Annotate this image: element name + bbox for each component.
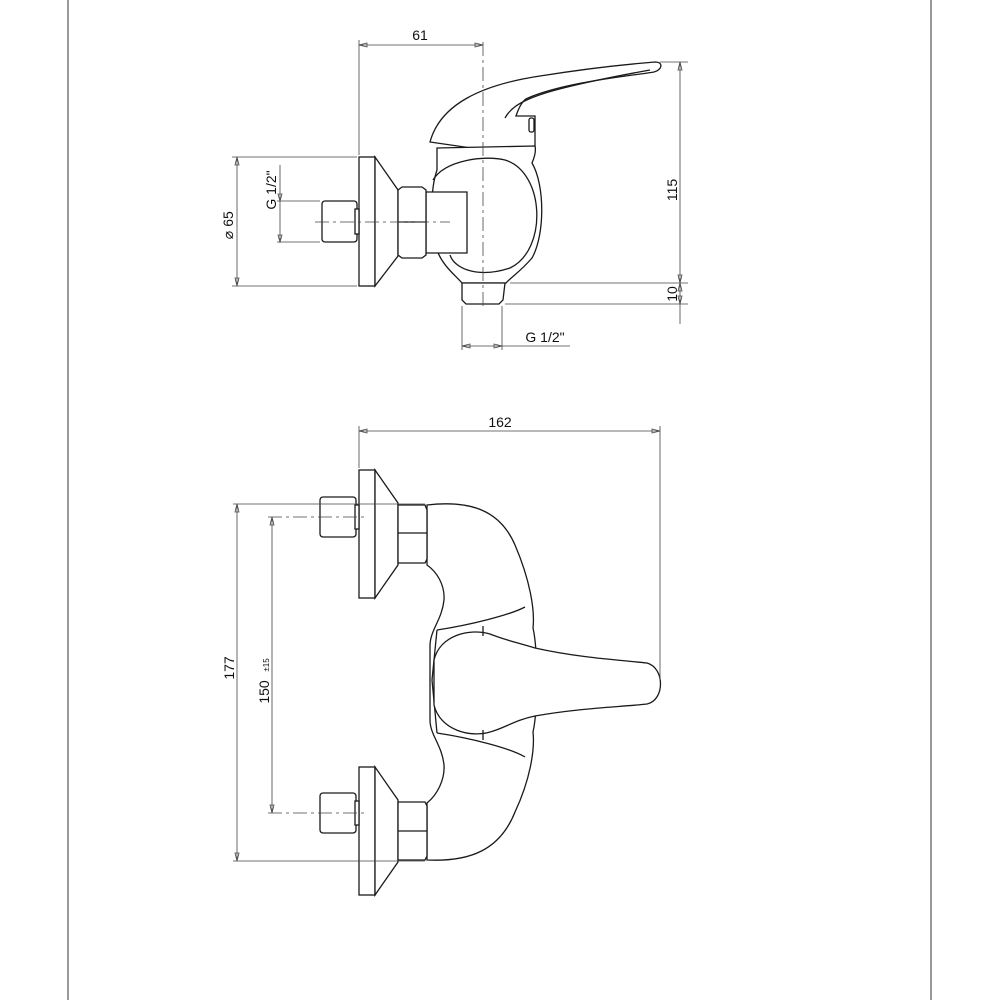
dim-flange-diameter-label: 65 — [220, 211, 236, 227]
side-inlet-collar — [354, 208, 360, 235]
front-view: 162 177 150 ±15 — [221, 414, 661, 898]
side-connector-arm — [425, 191, 468, 254]
body-inner-contour — [432, 157, 538, 274]
side-lever — [429, 61, 662, 151]
side-view: 61 ⌀ 65 G 1/2" 115 10 G 1/2" — [220, 27, 688, 350]
lever-groove — [504, 69, 651, 119]
front-flange-cone-bottom — [374, 764, 399, 898]
side-inlet-nipple — [321, 200, 358, 243]
arrow-icon — [358, 428, 661, 434]
arrow-icon — [269, 516, 275, 814]
arrow-icon — [277, 193, 283, 244]
lever-screw — [528, 117, 535, 133]
side-outlet-nipple — [461, 282, 506, 305]
arrow-icon — [234, 503, 240, 862]
arrow-icon — [234, 156, 240, 287]
dim-depth-label: 61 — [412, 27, 428, 43]
front-flange-bottom — [358, 766, 376, 896]
front-flange-cone-top — [374, 467, 399, 601]
arrow-icon — [677, 61, 683, 305]
arrow-icon — [358, 42, 484, 48]
body-contours — [431, 606, 526, 758]
dim-centers-label: 150 — [256, 680, 272, 704]
side-flange — [358, 156, 376, 287]
front-flange-top — [358, 469, 376, 599]
dim-outlet-thread-label: G 1/2" — [525, 329, 564, 345]
dim-centers-tolerance: ±15 — [262, 658, 271, 672]
dim-inlet-thread-label: G 1/2" — [263, 170, 279, 209]
front-lever — [433, 631, 661, 735]
side-flange-cone — [374, 154, 399, 288]
dim-outlet-length-label: 10 — [664, 286, 680, 302]
diameter-symbol: ⌀ — [220, 231, 236, 239]
dim-width-label: 162 — [488, 414, 512, 430]
dim-overall-height-label: 177 — [221, 656, 237, 680]
arrow-icon — [461, 343, 503, 349]
front-hex-nut-top — [397, 504, 428, 564]
dim-height-label: 115 — [664, 179, 680, 202]
